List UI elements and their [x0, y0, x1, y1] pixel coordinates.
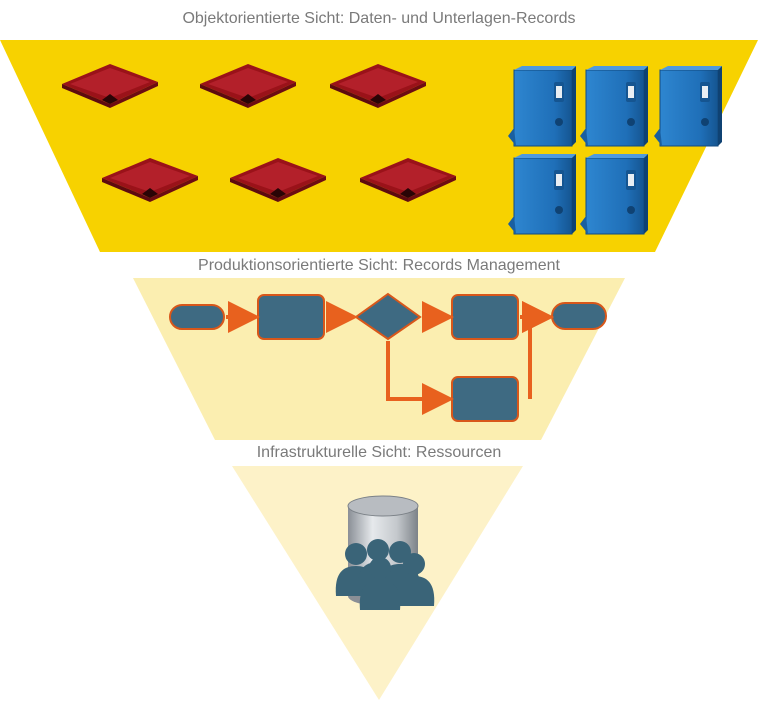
- blue-binder-icon: [507, 153, 577, 235]
- flow-arrow: [522, 301, 554, 399]
- object-view-label: Objektorientierte Sicht: Daten- und Unte…: [182, 10, 576, 27]
- blue-binder-icon: [579, 65, 649, 147]
- blue-binder-icon: [507, 65, 577, 147]
- flow-arrow: [386, 341, 454, 415]
- blue-binder-icon: [579, 153, 649, 235]
- flow-start-node: [169, 304, 225, 330]
- flow-end-node: [551, 302, 607, 330]
- infrastructure-view-label: Infrastrukturelle Sicht: Ressourcen: [256, 444, 502, 461]
- process-flow-diagram: [169, 292, 607, 422]
- flow-process-box: [451, 376, 519, 422]
- blue-binder-icon: [653, 65, 723, 147]
- flow-process-box: [257, 294, 325, 340]
- database-people-icon: [335, 495, 435, 610]
- flow-process-box: [451, 294, 519, 340]
- flow-decision-diamond: [354, 292, 422, 341]
- production-view-label: Produktionsorientierte Sicht: Records Ma…: [198, 257, 560, 274]
